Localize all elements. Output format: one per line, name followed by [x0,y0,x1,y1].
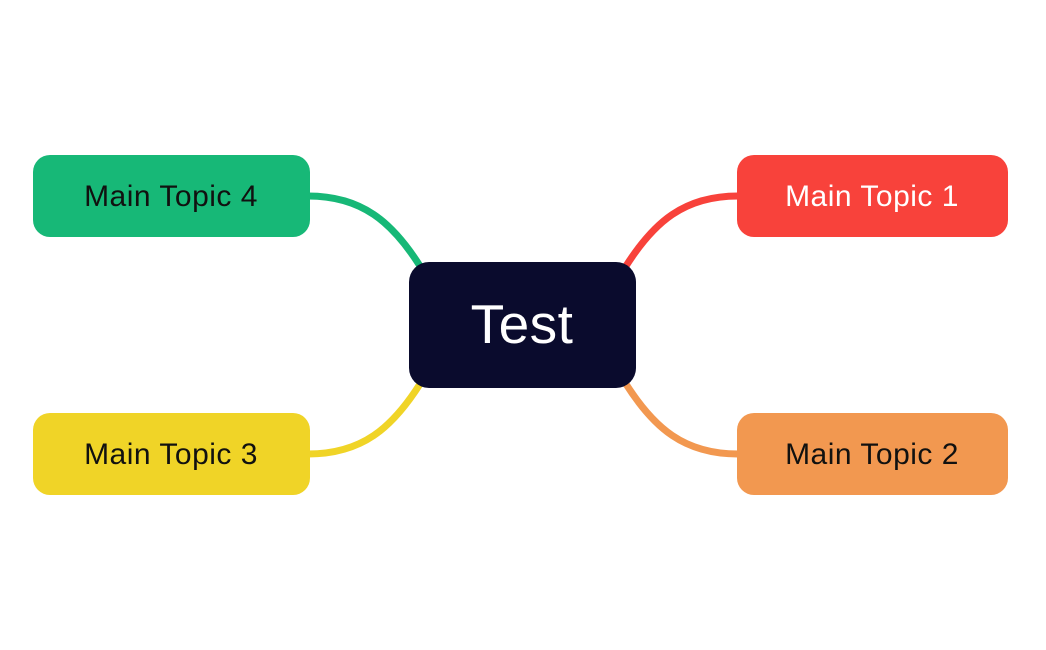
connector-main-topic-4 [304,192,424,270]
node-main-topic-2-label: Main Topic 2 [785,438,959,471]
node-main-topic-4[interactable]: Main Topic 4 [33,155,310,237]
node-main-topic-4-shape[interactable] [33,155,310,237]
node-main-topic-1[interactable]: Main Topic 1 [737,155,1008,237]
node-main-topic-2-shape[interactable] [737,413,1008,495]
node-main-topic-1-shape[interactable] [737,155,1008,237]
node-main-topic-3[interactable]: Main Topic 3 [33,413,310,495]
connector-layer [304,192,742,458]
node-main-topic-3-shape[interactable] [33,413,310,495]
node-main-topic-3-label: Main Topic 3 [84,438,258,471]
node-main-topic-1-label: Main Topic 1 [785,180,959,213]
root-node-label: Test [471,293,574,355]
node-main-topic-4-label: Main Topic 4 [84,180,258,213]
connector-main-topic-1 [622,192,742,270]
connector-main-topic-3 [304,380,424,458]
root-node-shape[interactable] [409,262,636,388]
root-node[interactable]: Test [409,262,636,388]
connector-main-topic-2 [622,380,742,458]
node-main-topic-2[interactable]: Main Topic 2 [737,413,1008,495]
